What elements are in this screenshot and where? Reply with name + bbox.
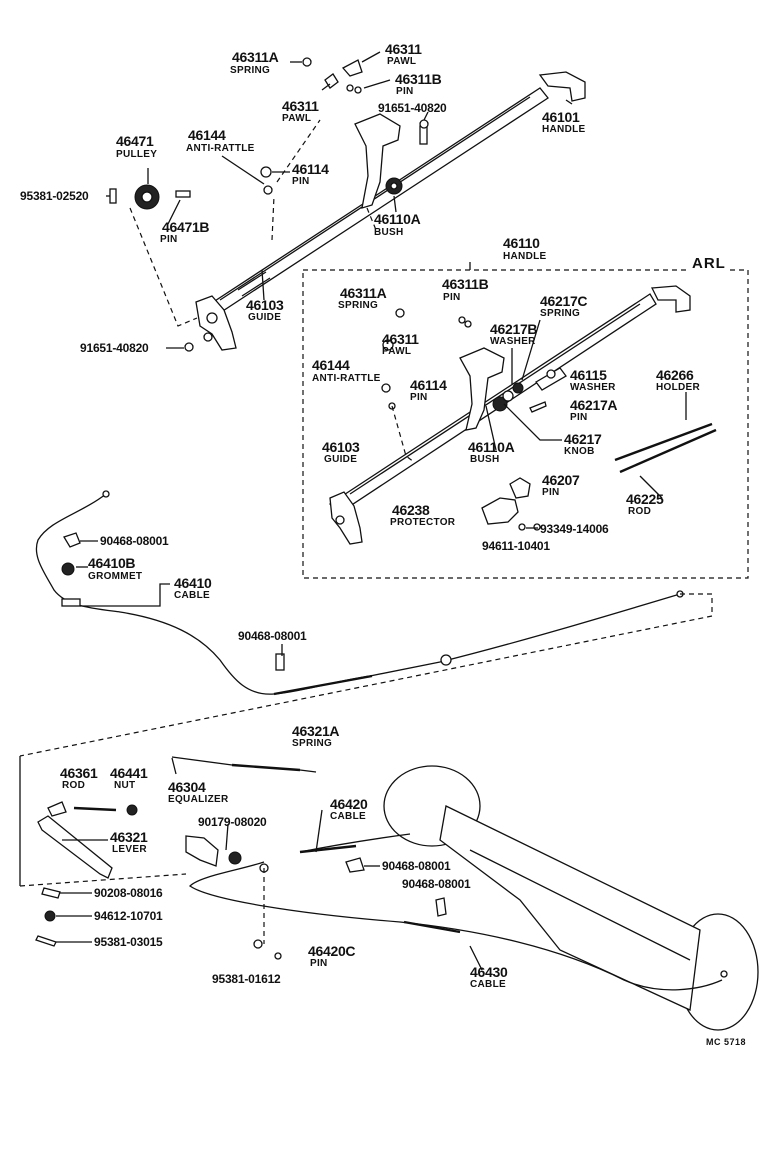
part-name-grommet: GROMMET [88, 571, 143, 582]
part-number-46430: 46430 [470, 964, 508, 980]
part-name-washer: WASHER [570, 382, 616, 393]
part-number-46441: 46441 [110, 765, 148, 781]
part-number-46410: 46410 [174, 575, 212, 591]
part-name-pawl: PAWL [282, 113, 312, 124]
part-name-pin: PIN [310, 958, 328, 969]
part-number-46110A: 46110A [468, 439, 515, 455]
part-number-46217C: 46217C [540, 293, 588, 309]
part-name-guide: GUIDE [248, 312, 282, 323]
part-number-94612-10701: 94612-10701 [94, 909, 163, 923]
part-name-anti-rattle: ANTI-RATTLE [186, 143, 255, 154]
part-number-46103: 46103 [322, 439, 360, 455]
part-number-46321A: 46321A [292, 723, 340, 739]
part-name-cable: CABLE [330, 811, 366, 822]
part-number-95381-01612: 95381-01612 [212, 972, 281, 986]
part-name-pin: PIN [542, 487, 560, 498]
part-name-rod: ROD [62, 780, 86, 791]
part-number-46115: 46115 [570, 367, 607, 383]
part-number-95381-02520: 95381-02520 [20, 189, 89, 203]
part-number-90468-08001: 90468-08001 [382, 859, 451, 873]
part-number-46238: 46238 [392, 502, 430, 518]
part-name-lever: LEVER [112, 844, 147, 855]
part-number-91651-40820: 91651-40820 [80, 341, 149, 355]
part-number-46114: 46114 [410, 377, 447, 393]
part-number-46110: 46110 [503, 235, 540, 251]
part-name-anti-rattle: ANTI-RATTLE [312, 373, 381, 384]
part-number-46471: 46471 [116, 133, 154, 149]
rear-brake-section [19, 756, 759, 1031]
part-number-90468-08001: 90468-08001 [238, 629, 307, 643]
part-number-46471B: 46471B [162, 219, 210, 235]
part-name-pawl: PAWL [387, 56, 417, 67]
part-name-pin: PIN [570, 412, 588, 423]
part-name-bush: BUSH [374, 227, 404, 238]
part-name-protector: PROTECTOR [390, 517, 456, 528]
part-name-rod: ROD [628, 506, 652, 517]
part-number-46110A: 46110A [374, 211, 421, 227]
part-number-46311B: 46311B [442, 276, 489, 292]
part-name-equalizer: EQUALIZER [168, 794, 229, 805]
part-number-46217A: 46217A [570, 397, 618, 413]
part-number-46101: 46101 [542, 109, 580, 125]
front-cable [19, 490, 713, 757]
part-number-46420: 46420 [330, 796, 368, 812]
part-name-handle: HANDLE [542, 124, 586, 135]
part-number-46304: 46304 [168, 779, 206, 795]
part-number-46103: 46103 [246, 297, 284, 313]
part-number-46321: 46321 [110, 829, 148, 845]
part-name-pawl: PAWL [382, 346, 412, 357]
part-name-pin: PIN [396, 86, 414, 97]
part-number-90468-08001: 90468-08001 [100, 534, 169, 548]
part-number-46361: 46361 [60, 765, 98, 781]
part-number-90468-08001: 90468-08001 [402, 877, 471, 891]
part-number-46311: 46311 [282, 98, 319, 114]
part-name-holder: HOLDER [656, 382, 701, 393]
part-number-46144: 46144 [312, 357, 350, 373]
part-name-pin: PIN [410, 392, 428, 403]
part-number-46311B: 46311B [395, 71, 442, 87]
part-number-46311A: 46311A [340, 285, 387, 301]
part-number-46311: 46311 [385, 41, 422, 57]
part-name-pin: PIN [160, 234, 178, 245]
part-number-46207: 46207 [542, 472, 580, 488]
part-name-cable: CABLE [470, 979, 506, 990]
part-number-46225: 46225 [626, 491, 664, 507]
part-name-handle: HANDLE [503, 251, 547, 262]
part-number-46420C: 46420C [308, 943, 356, 959]
arl-label: ARL [692, 255, 726, 272]
leader-lines [56, 51, 573, 943]
part-name-spring: SPRING [338, 300, 379, 311]
part-name-cable: CABLE [174, 590, 210, 601]
part-number-91651-40820: 91651-40820 [378, 101, 447, 115]
part-name-washer: WASHER [490, 336, 536, 347]
part-number-46266: 46266 [656, 367, 694, 383]
part-name-spring: SPRING [540, 308, 581, 319]
part-number-95381-03015: 95381-03015 [94, 935, 163, 949]
part-number-94611-10401: 94611-10401 [482, 539, 550, 553]
part-number-46410B: 46410B [88, 555, 136, 571]
part-number-93349-14006: 93349-14006 [540, 522, 609, 536]
part-name-knob: KNOB [564, 446, 595, 457]
part-name-pulley: PULLEY [116, 149, 158, 160]
part-name-spring: SPRING [292, 738, 333, 749]
part-number-46144: 46144 [188, 127, 226, 143]
part-name-pin: PIN [292, 176, 310, 187]
part-number-46311A: 46311A [232, 49, 279, 65]
part-name-nut: NUT [114, 780, 136, 791]
part-number-90179-08020: 90179-08020 [198, 815, 267, 829]
part-name-spring: SPRING [230, 65, 271, 76]
part-name-bush: BUSH [470, 454, 500, 465]
part-number-46217B: 46217B [490, 321, 538, 337]
part-number-90208-08016: 90208-08016 [94, 886, 163, 900]
part-name-guide: GUIDE [324, 454, 358, 465]
part-number-46217: 46217 [564, 431, 602, 447]
part-name-pin: PIN [443, 292, 461, 303]
part-number-46311: 46311 [382, 331, 419, 347]
footer-code: MC 5718 [706, 1037, 747, 1047]
part-number-46114: 46114 [292, 161, 329, 177]
